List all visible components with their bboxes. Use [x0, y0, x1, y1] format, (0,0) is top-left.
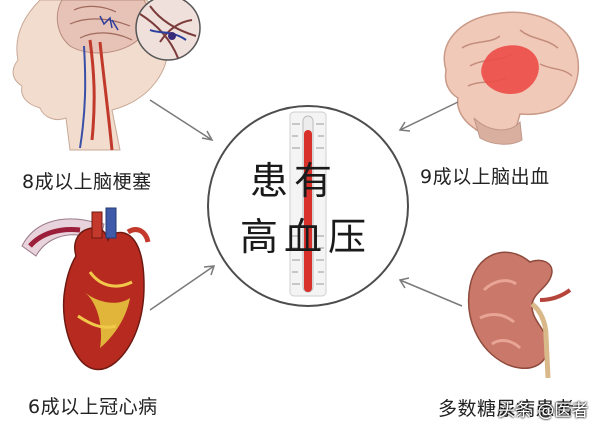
center-text-line1: 患有	[250, 159, 339, 203]
brain-illustration	[443, 11, 580, 145]
arrow-top-left	[149, 99, 214, 142]
arrow-bottom-right	[398, 277, 463, 307]
arrows	[149, 99, 463, 311]
kidney-illustration	[468, 251, 572, 379]
label-diabetes: 多数糖尿病患者	[438, 398, 575, 420]
label-cerebral-infarction: 8成以上脑梗塞	[22, 171, 152, 193]
arrow-bottom-left	[149, 265, 216, 311]
heart-illustration	[21, 207, 151, 371]
thermometer-icon	[289, 111, 327, 297]
center-text-line2: 高血压	[240, 215, 373, 259]
label-cerebral-hemorrhage: 9成以上脑出血	[420, 166, 550, 188]
label-coronary-disease: 6成以上冠心病	[28, 396, 158, 418]
arrow-top-right	[398, 101, 459, 132]
watermark: 头条 @医者	[498, 401, 589, 421]
head-vessels-illustration	[12, 0, 201, 151]
